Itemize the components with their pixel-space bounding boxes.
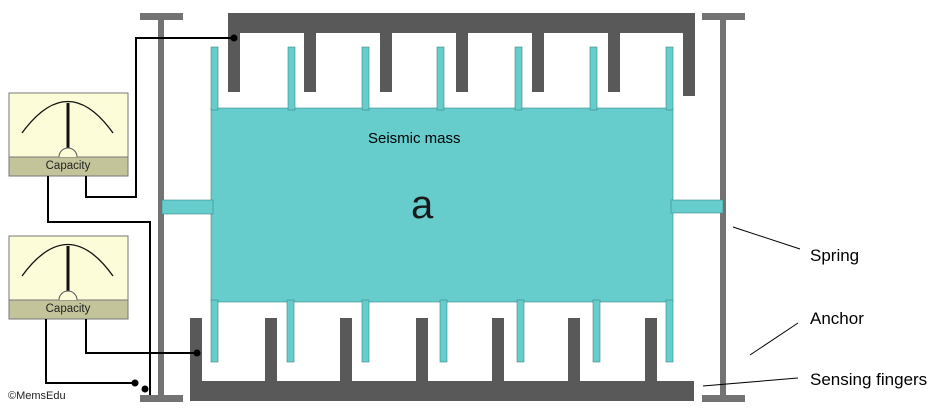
anchor-label: Anchor bbox=[810, 309, 864, 328]
wiring bbox=[45, 37, 234, 395]
left-spring bbox=[161, 199, 214, 215]
seismic-mass bbox=[210, 46, 674, 363]
sensing-fingers-label: Sensing fingers bbox=[810, 370, 928, 389]
capacity-meter-1-label: Capacity bbox=[45, 160, 91, 172]
right-spring bbox=[670, 199, 724, 214]
capacity-meter-2-label: Capacity bbox=[45, 303, 91, 315]
wire-junctions bbox=[131, 34, 238, 393]
capacity-meter-1 bbox=[8, 92, 129, 177]
spring-label: Spring bbox=[810, 246, 860, 265]
left-anchor bbox=[140, 13, 183, 402]
seismic-mass-label: Seismic mass bbox=[368, 130, 461, 147]
leader-lines bbox=[702, 226, 801, 387]
acceleration-symbol: a bbox=[411, 183, 434, 227]
top-electrode bbox=[228, 13, 695, 96]
copyright-label: ©MemsEdu bbox=[8, 390, 66, 402]
bottom-electrode bbox=[190, 318, 694, 401]
capacity-meter-2 bbox=[8, 235, 129, 320]
